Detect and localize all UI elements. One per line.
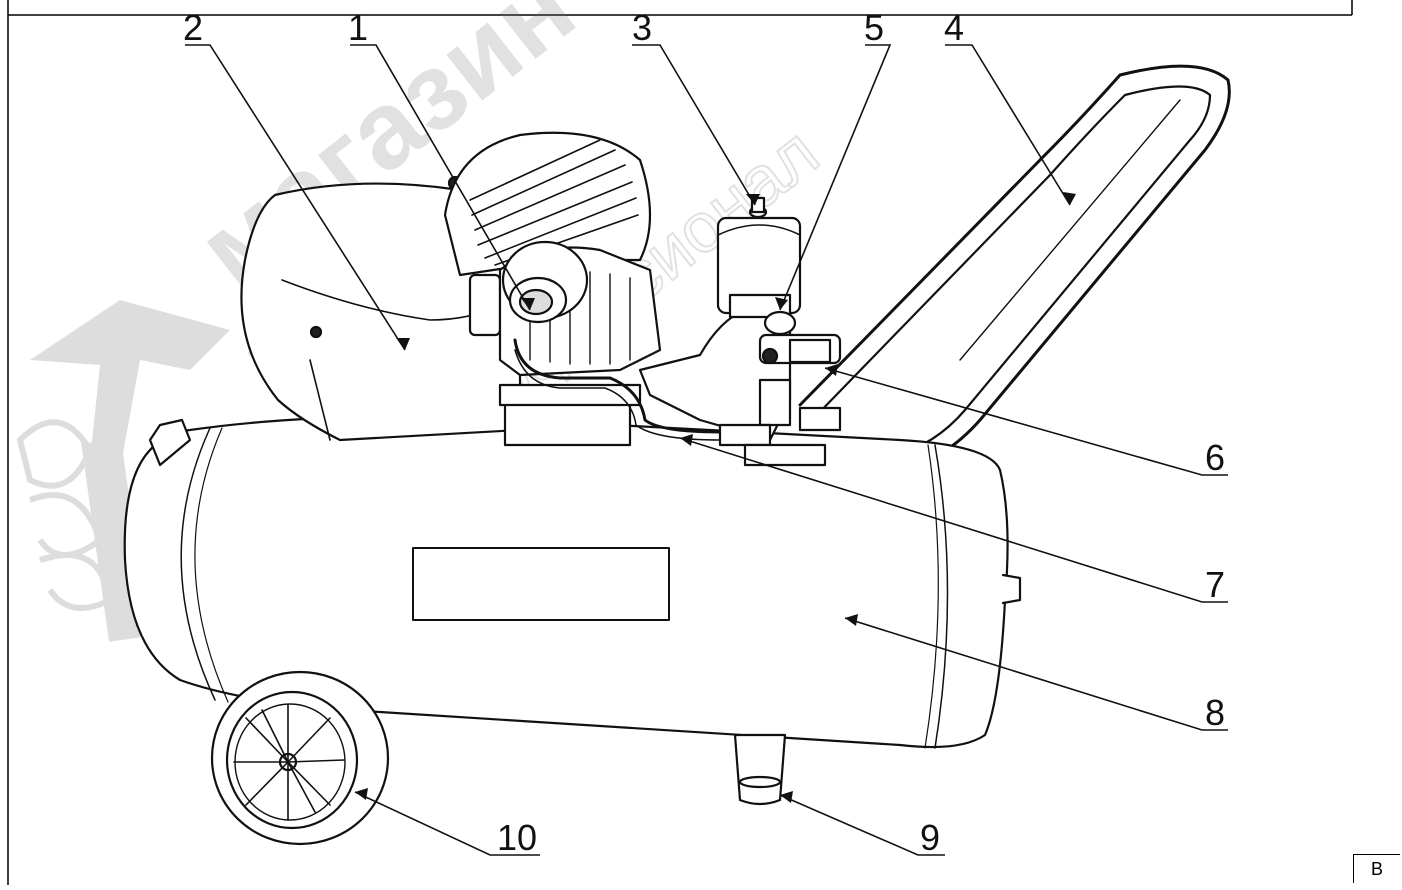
compressor-drawing bbox=[123, 64, 1231, 846]
handle bbox=[798, 64, 1231, 472]
page-corner-label: B bbox=[1353, 854, 1400, 883]
callout-5: 5 bbox=[864, 7, 884, 48]
callout-8: 8 bbox=[1205, 692, 1225, 733]
motor-base bbox=[498, 383, 642, 447]
page-border bbox=[7, 0, 1353, 885]
drain-valve bbox=[733, 733, 787, 806]
callout-9: 9 bbox=[920, 817, 940, 858]
callout-labels: 2 1 3 5 4 6 7 8 9 10 bbox=[183, 7, 1225, 858]
leader-arrowheads bbox=[355, 192, 1076, 803]
quick-coupling bbox=[718, 338, 832, 467]
callout-6: 6 bbox=[1205, 437, 1225, 478]
wheel bbox=[210, 670, 390, 846]
callout-10: 10 bbox=[497, 817, 537, 858]
callout-1: 1 bbox=[348, 7, 368, 48]
nameplate bbox=[412, 547, 670, 621]
callout-3: 3 bbox=[632, 7, 652, 48]
callout-2: 2 bbox=[183, 7, 203, 48]
callout-7: 7 bbox=[1205, 564, 1225, 605]
callout-4: 4 bbox=[944, 7, 964, 48]
leader-lines bbox=[185, 44, 1228, 856]
discharge-pipe bbox=[513, 338, 722, 441]
